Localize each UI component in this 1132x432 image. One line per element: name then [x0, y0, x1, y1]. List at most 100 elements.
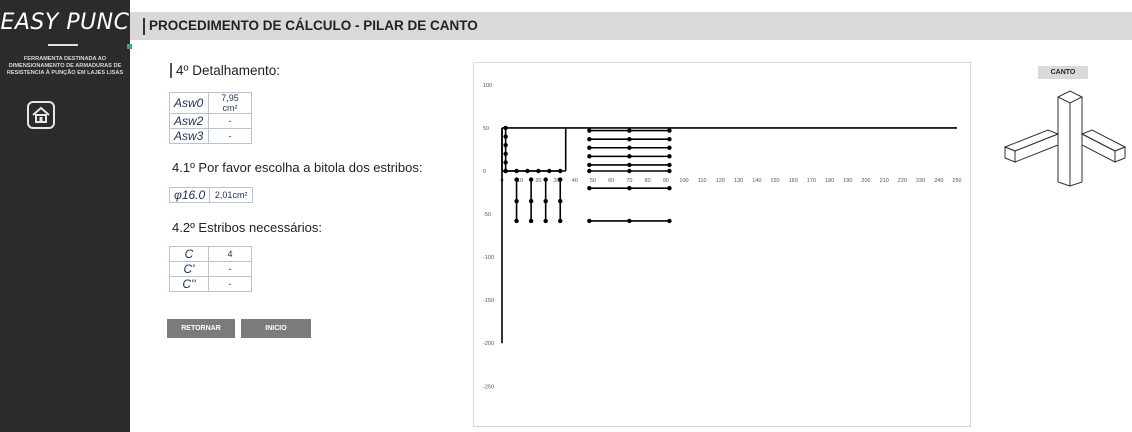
- chart-point: [587, 168, 592, 174]
- x-tick-label: 20: [535, 178, 541, 184]
- x-tick-label: 50: [590, 178, 596, 184]
- chart-point: [503, 142, 508, 148]
- chart-point: [627, 162, 632, 168]
- asw2-value: -: [208, 113, 252, 129]
- chart-point: [525, 168, 530, 174]
- bitola-value: 2,01cm²: [209, 187, 254, 203]
- chart-point: [558, 218, 563, 224]
- sidebar-description: FERRAMENTA DESTINADA AO DIMENSIONAMENTO …: [6, 56, 124, 76]
- corner-column-illustration: [1003, 90, 1127, 187]
- chart-point: [667, 186, 672, 191]
- chart-point: [667, 218, 672, 224]
- x-tick-label: 130: [734, 178, 743, 184]
- x-tick-label: 60: [608, 178, 614, 184]
- asw0-value: 7,95 cm²: [208, 92, 252, 114]
- app-logo: EASY PUNC: [0, 10, 130, 35]
- chart-point: [587, 128, 592, 133]
- c-prime-value: -: [208, 261, 252, 277]
- bitola-question: 4.1º Por favor escolha a bitola dos estr…: [172, 160, 423, 175]
- x-tick-label: 250: [952, 178, 961, 184]
- chart-point: [558, 177, 563, 182]
- chart-canvas: 100500-50-100-150-200-250010203040506070…: [483, 83, 962, 390]
- x-tick-label: 140: [752, 178, 761, 184]
- chart-point: [503, 160, 508, 165]
- chart-point: [587, 145, 592, 150]
- chart-point: [514, 198, 519, 204]
- page-header: PROCEDIMENTO DE CÁLCULO - PILAR DE CANTO: [130, 12, 1132, 40]
- chart-point: [627, 136, 632, 142]
- asw0-label: Asw0: [169, 92, 209, 114]
- y-tick-label: 0: [483, 169, 486, 175]
- x-tick-label: 40: [572, 178, 578, 184]
- c-label: C: [169, 246, 209, 262]
- chart-point: [627, 128, 632, 133]
- x-tick-label: 90: [663, 178, 669, 184]
- canto-label: CANTO: [1038, 66, 1088, 79]
- chart-point: [514, 218, 519, 224]
- table-row: C''-: [169, 276, 252, 292]
- inicio-button[interactable]: INICIO: [241, 319, 311, 338]
- x-tick-label: 180: [825, 178, 834, 184]
- bitola-label[interactable]: φ16.0: [168, 187, 211, 203]
- chart-point: [503, 125, 508, 131]
- chart-point: [528, 177, 534, 182]
- chart-point: [528, 198, 534, 204]
- y-tick-label: 100: [483, 83, 492, 89]
- chart-point: [627, 218, 632, 224]
- x-tick-label: 30: [554, 178, 560, 184]
- chart-point: [667, 168, 672, 174]
- asw3-label: Asw3: [169, 128, 209, 144]
- asw3-value: -: [208, 128, 252, 144]
- chart-point: [503, 151, 508, 156]
- chart-point: [627, 186, 632, 191]
- x-tick-label: 70: [626, 178, 632, 184]
- x-tick-label: 10: [517, 178, 523, 184]
- chart-point: [627, 168, 632, 174]
- x-tick-label: 100: [679, 178, 688, 184]
- chart-point: [528, 218, 534, 224]
- c-double-prime-label: C'': [169, 276, 209, 292]
- step-title: 4º Detalhamento:: [170, 63, 280, 78]
- chart-point: [627, 145, 632, 150]
- logo-underline: [48, 44, 78, 46]
- chart-point: [543, 218, 548, 224]
- chart-point: [587, 136, 592, 142]
- chart-point: [667, 128, 672, 133]
- chart-point: [667, 154, 672, 159]
- chart-point: [587, 162, 592, 168]
- header-accent: [143, 18, 145, 35]
- table-row: C'-: [169, 261, 252, 277]
- y-tick-label: -200: [483, 341, 494, 347]
- home-icon: [32, 106, 50, 123]
- chart-point: [667, 136, 672, 142]
- x-tick-label: 110: [698, 178, 707, 184]
- retornar-button[interactable]: RETORNAR: [167, 319, 235, 338]
- x-tick-label: 150: [770, 178, 779, 184]
- table-row: Asw2-: [169, 113, 252, 129]
- home-button[interactable]: [27, 101, 55, 129]
- asw2-label: Asw2: [169, 113, 209, 129]
- chart-point: [587, 186, 592, 191]
- chart-point: [543, 177, 548, 182]
- c-double-prime-value: -: [208, 276, 252, 292]
- x-tick-label: 80: [645, 178, 651, 184]
- x-tick-label: 220: [898, 178, 907, 184]
- page-title: PROCEDIMENTO DE CÁLCULO - PILAR DE CANTO: [149, 18, 478, 33]
- sidebar: EASY PUNC FERRAMENTA DESTINADA AO DIMENS…: [0, 0, 130, 432]
- x-tick-label: 240: [934, 178, 943, 184]
- c-prime-label: C': [169, 261, 209, 277]
- chart-point: [558, 198, 563, 204]
- chart-point: [667, 162, 672, 168]
- x-tick-label: 210: [880, 178, 889, 184]
- chart-point: [667, 145, 672, 150]
- chart-point: [558, 168, 563, 174]
- c-value: 4: [208, 246, 252, 262]
- chart-point: [503, 134, 508, 139]
- detail-chart: 100500-50-100-150-200-250010203040506070…: [473, 62, 971, 427]
- chart-point: [547, 168, 552, 174]
